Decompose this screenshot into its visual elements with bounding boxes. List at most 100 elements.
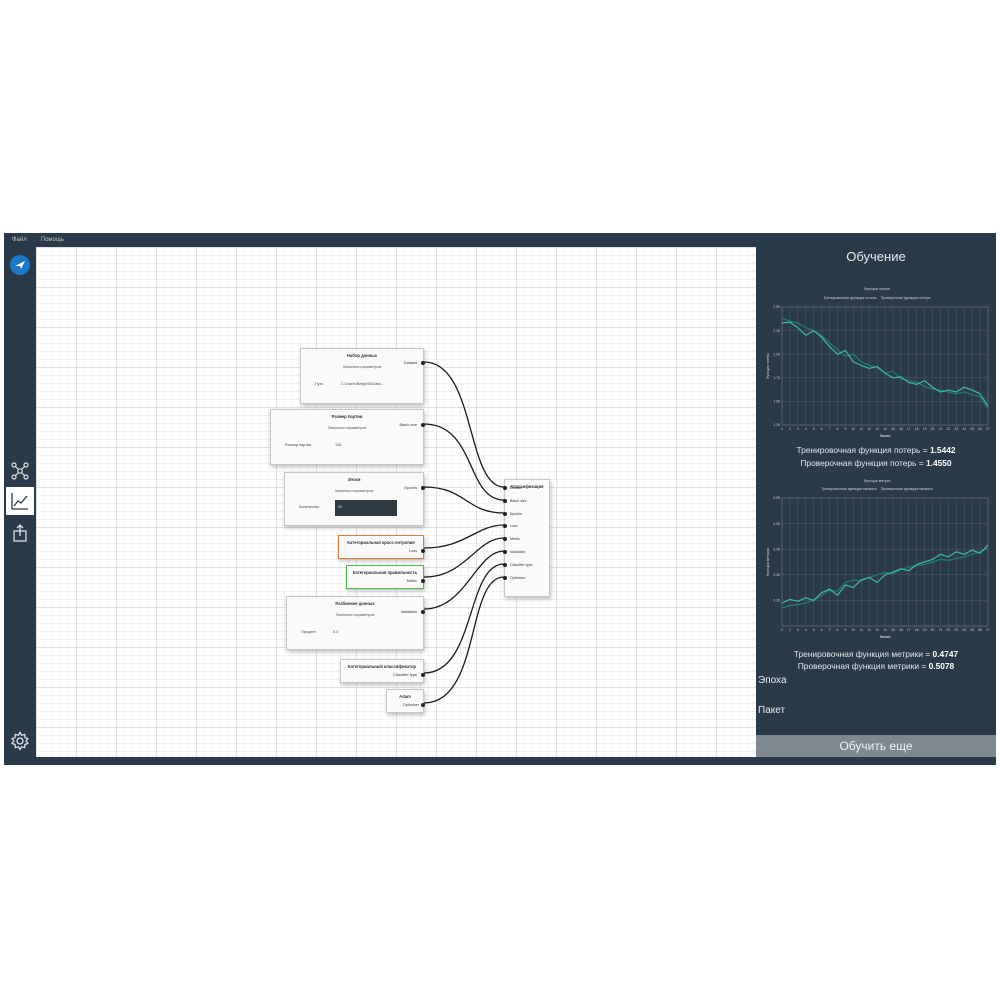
- param-value[interactable]: 0.3: [333, 630, 339, 634]
- x-tick-label: 16: [899, 427, 903, 431]
- x-tick-label: 17: [907, 628, 911, 632]
- x-tick-label: 21: [939, 628, 943, 632]
- node-batch-size[interactable]: Размер партии Значения параметров Batch …: [270, 409, 425, 465]
- panel-title: Обучение: [846, 249, 906, 264]
- y-tick-label: 2.50: [773, 305, 780, 309]
- x-tick-label: 2: [789, 427, 791, 431]
- node-title: Классификация: [510, 484, 544, 489]
- node-classification[interactable]: Классификация Dataset Batch size Epochs …: [503, 479, 550, 597]
- batch-label: Пакет: [758, 705, 786, 716]
- output-port[interactable]: [421, 703, 425, 707]
- y-axis-label: Функция метрики: [766, 548, 770, 577]
- x-tick-label: 5: [813, 628, 815, 632]
- output-port[interactable]: [421, 579, 425, 583]
- node-title: Категориальный классификатор: [347, 664, 417, 669]
- x-tick-label: 4: [805, 427, 807, 431]
- node-subtitle: Значения параметров: [334, 489, 374, 493]
- legend-val: Проверочная функция потерь: [880, 296, 931, 300]
- x-tick-label: 27: [986, 427, 990, 431]
- legend-val: Проверочная функция метрики: [880, 487, 933, 491]
- y-tick-label: 1.75: [773, 376, 780, 380]
- input-port[interactable]: [503, 486, 507, 490]
- input-label: Validation: [510, 550, 526, 554]
- output-port[interactable]: [421, 486, 425, 490]
- node-editor-canvas[interactable]: Набор данных Значения параметров Dataset…: [36, 247, 756, 757]
- x-tick-label: 26: [978, 427, 982, 431]
- chart-icon[interactable]: [6, 487, 34, 515]
- menu-help[interactable]: Помощь: [40, 237, 64, 243]
- x-tick-label: 14: [883, 427, 887, 431]
- node-data-split[interactable]: Разбиение данных Значения параметров Val…: [286, 596, 425, 650]
- node-title: Категориальная кросс-энтропия: [347, 540, 415, 545]
- input-port[interactable]: [503, 550, 507, 554]
- x-tick-label: 19: [923, 427, 927, 431]
- x-tick-label: 18: [915, 628, 919, 632]
- param-label: Процент: [301, 630, 317, 634]
- node-epochs[interactable]: Эпохи Значения параметров Epochs Количес…: [284, 472, 425, 526]
- param-label: Путь: [315, 382, 324, 386]
- train-loss-readout: Тренировочная функция потерь = 1.5442: [756, 445, 996, 455]
- input-port[interactable]: [503, 537, 507, 541]
- node-classifier-type[interactable]: Категориальный классификатор Classifier …: [340, 659, 425, 683]
- x-tick-label: 14: [883, 628, 887, 632]
- x-tick-label: 25: [970, 427, 974, 431]
- train-metric-readout: Тренировочная функция метрики = 0.4747: [756, 649, 996, 659]
- settings-icon[interactable]: [6, 727, 34, 755]
- x-tick-label: 7: [829, 427, 831, 431]
- x-tick-label: 21: [939, 427, 943, 431]
- output-port[interactable]: [421, 361, 425, 365]
- legend-train: Тренировочная функция метрики: [821, 487, 877, 491]
- network-icon[interactable]: [6, 457, 34, 485]
- node-optimizer-adam[interactable]: Adam Optimizer: [386, 689, 425, 713]
- x-tick-label: 13: [875, 427, 879, 431]
- y-tick-label: 0.55: [773, 496, 780, 500]
- input-port[interactable]: [503, 524, 507, 528]
- node-loss[interactable]: Категориальная кросс-энтропия Loss: [338, 535, 425, 559]
- y-tick-label: 1.50: [773, 400, 780, 404]
- series-val-line: [781, 321, 989, 407]
- output-port[interactable]: [421, 549, 425, 553]
- x-axis-label: Эпоха: [880, 635, 892, 639]
- param-value[interactable]: 128: [335, 443, 342, 447]
- x-tick-label: 16: [899, 628, 903, 632]
- train-metric-value: 0.4747: [932, 649, 959, 659]
- training-panel: Обучение Функция потерь Тренировочная фу…: [756, 247, 996, 765]
- val-loss-readout: Проверочная функция потерь = 1.4550: [756, 458, 996, 468]
- node-metric[interactable]: Категориальная правильность Metric: [346, 565, 425, 589]
- x-axis-label: Эпоха: [880, 434, 892, 438]
- param-value-input[interactable]: 20: [335, 500, 397, 516]
- train-more-button[interactable]: Обучить еще: [756, 735, 996, 757]
- input-label: Dataset: [510, 486, 523, 490]
- x-tick-label: 7: [829, 628, 831, 632]
- node-title: Размер партии: [331, 414, 363, 419]
- input-label: Batch size: [510, 499, 527, 503]
- x-tick-label: 23: [954, 628, 958, 632]
- node-subtitle: Значения параметров: [327, 426, 367, 430]
- output-label: Validation: [400, 610, 417, 614]
- output-label: Loss: [408, 549, 417, 553]
- menu-bar: Файл Помощь: [4, 233, 996, 247]
- input-port[interactable]: [503, 512, 507, 516]
- chart-legend: Тренировочная функция потерь Проверочная…: [764, 296, 990, 300]
- output-port[interactable]: [421, 673, 425, 677]
- x-tick-label: 6: [821, 628, 823, 632]
- input-port[interactable]: [503, 499, 507, 503]
- y-tick-label: 2.00: [773, 352, 780, 356]
- output-port[interactable]: [421, 423, 425, 427]
- param-value[interactable]: C:\Users\Belyj\NN\Data...: [341, 382, 384, 386]
- loss-chart: Функция потерь Тренировочная функция пот…: [764, 287, 990, 439]
- node-title: Эпохи: [347, 477, 361, 482]
- menu-file[interactable]: Файл: [12, 237, 27, 243]
- x-tick-label: 19: [923, 628, 927, 632]
- x-tick-label: 3: [797, 427, 799, 431]
- y-tick-label: 0.50: [773, 522, 780, 526]
- node-dataset[interactable]: Набор данных Значения параметров Dataset…: [300, 348, 425, 404]
- input-port[interactable]: [503, 576, 507, 580]
- input-port[interactable]: [503, 563, 507, 567]
- input-label: Metric: [510, 537, 520, 541]
- output-port[interactable]: [421, 610, 425, 614]
- chart-legend: Тренировочная функция метрики Проверочна…: [764, 487, 990, 491]
- x-tick-label: 23: [954, 427, 958, 431]
- export-icon[interactable]: [6, 519, 34, 547]
- x-tick-label: 11: [859, 628, 863, 632]
